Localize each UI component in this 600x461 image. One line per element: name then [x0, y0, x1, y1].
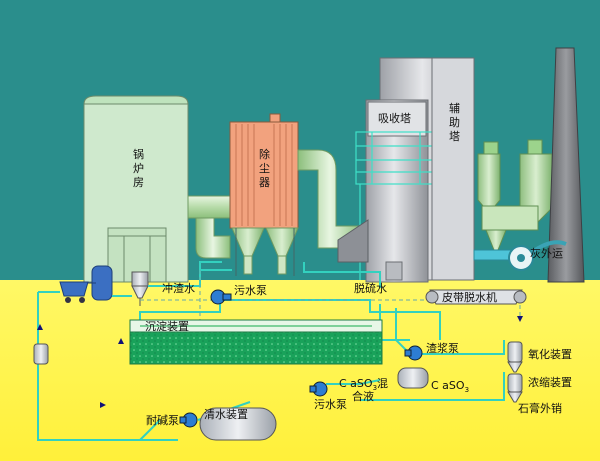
slag-separator	[131, 271, 149, 306]
alkali-pump-label: 耐碱泵	[146, 414, 179, 427]
slag-flush-label: 冲渣水	[162, 281, 195, 295]
caso3-label: C aSO3	[431, 379, 469, 394]
aux-label-2: 助	[449, 115, 460, 129]
sedimentation-label: 沉淀装置	[145, 319, 189, 333]
sewage-pump-bottom[interactable]	[309, 381, 328, 397]
concentration-label: 浓缩装置	[528, 376, 572, 389]
clear-water-label: 清水装置	[204, 408, 248, 421]
oxidation-label: 氧化装置	[528, 347, 572, 361]
slag-cart	[59, 281, 89, 303]
aux-label-1: 辅	[449, 101, 460, 115]
slurry-pump[interactable]	[404, 345, 423, 361]
clear-water-tank	[199, 407, 277, 441]
dust-collector: 除 尘 器	[229, 113, 299, 276]
sewage-pump-top-label: 污水泵	[234, 284, 267, 297]
auxiliary-tower: 辅 助 塔	[431, 57, 475, 281]
water-tank-top	[88, 265, 113, 301]
boiler-label-3: 房	[133, 176, 144, 189]
flue-duct-1	[187, 195, 231, 259]
boiler-label-1: 锅	[133, 148, 144, 161]
flue-duct-2	[297, 149, 363, 249]
belt-filter-label: 皮带脱水机	[442, 290, 497, 304]
boiler-label-2: 炉	[133, 162, 144, 175]
sewage-pump-top[interactable]	[210, 289, 232, 305]
left-vessel	[33, 343, 49, 365]
ash-fan	[508, 240, 567, 271]
chimney	[547, 47, 585, 283]
concentration-vessel	[507, 373, 523, 403]
caso3-mix-label-2: 合液	[352, 389, 374, 403]
boiler-house: 锅 炉 房	[83, 95, 189, 283]
absorber-label: 吸收塔	[378, 111, 411, 125]
dust-label-1: 除	[259, 147, 270, 161]
slurry-pump-label: 渣浆泵	[426, 341, 459, 355]
ash-out-label: 灰外运	[530, 246, 563, 260]
gypsum-label: 石膏外销	[518, 401, 562, 415]
caso3-mix-label: C aSO3混	[339, 377, 388, 392]
ground-area	[0, 280, 600, 461]
alkali-pump[interactable]	[179, 412, 198, 428]
dust-label-2: 尘	[259, 162, 270, 175]
belt-filter: 皮带脱水机	[425, 289, 527, 305]
caso3-vessel	[397, 367, 429, 389]
flow-arrows	[37, 316, 523, 408]
dust-label-3: 器	[259, 176, 270, 189]
sedimentation-tank: 沉淀装置	[129, 319, 383, 365]
oxidation-vessel	[507, 341, 523, 373]
aux-label-3: 塔	[449, 130, 460, 143]
desulf-water-label: 脱硫水	[354, 281, 387, 295]
sewage-pump-bottom-label: 污水泵	[314, 398, 347, 411]
